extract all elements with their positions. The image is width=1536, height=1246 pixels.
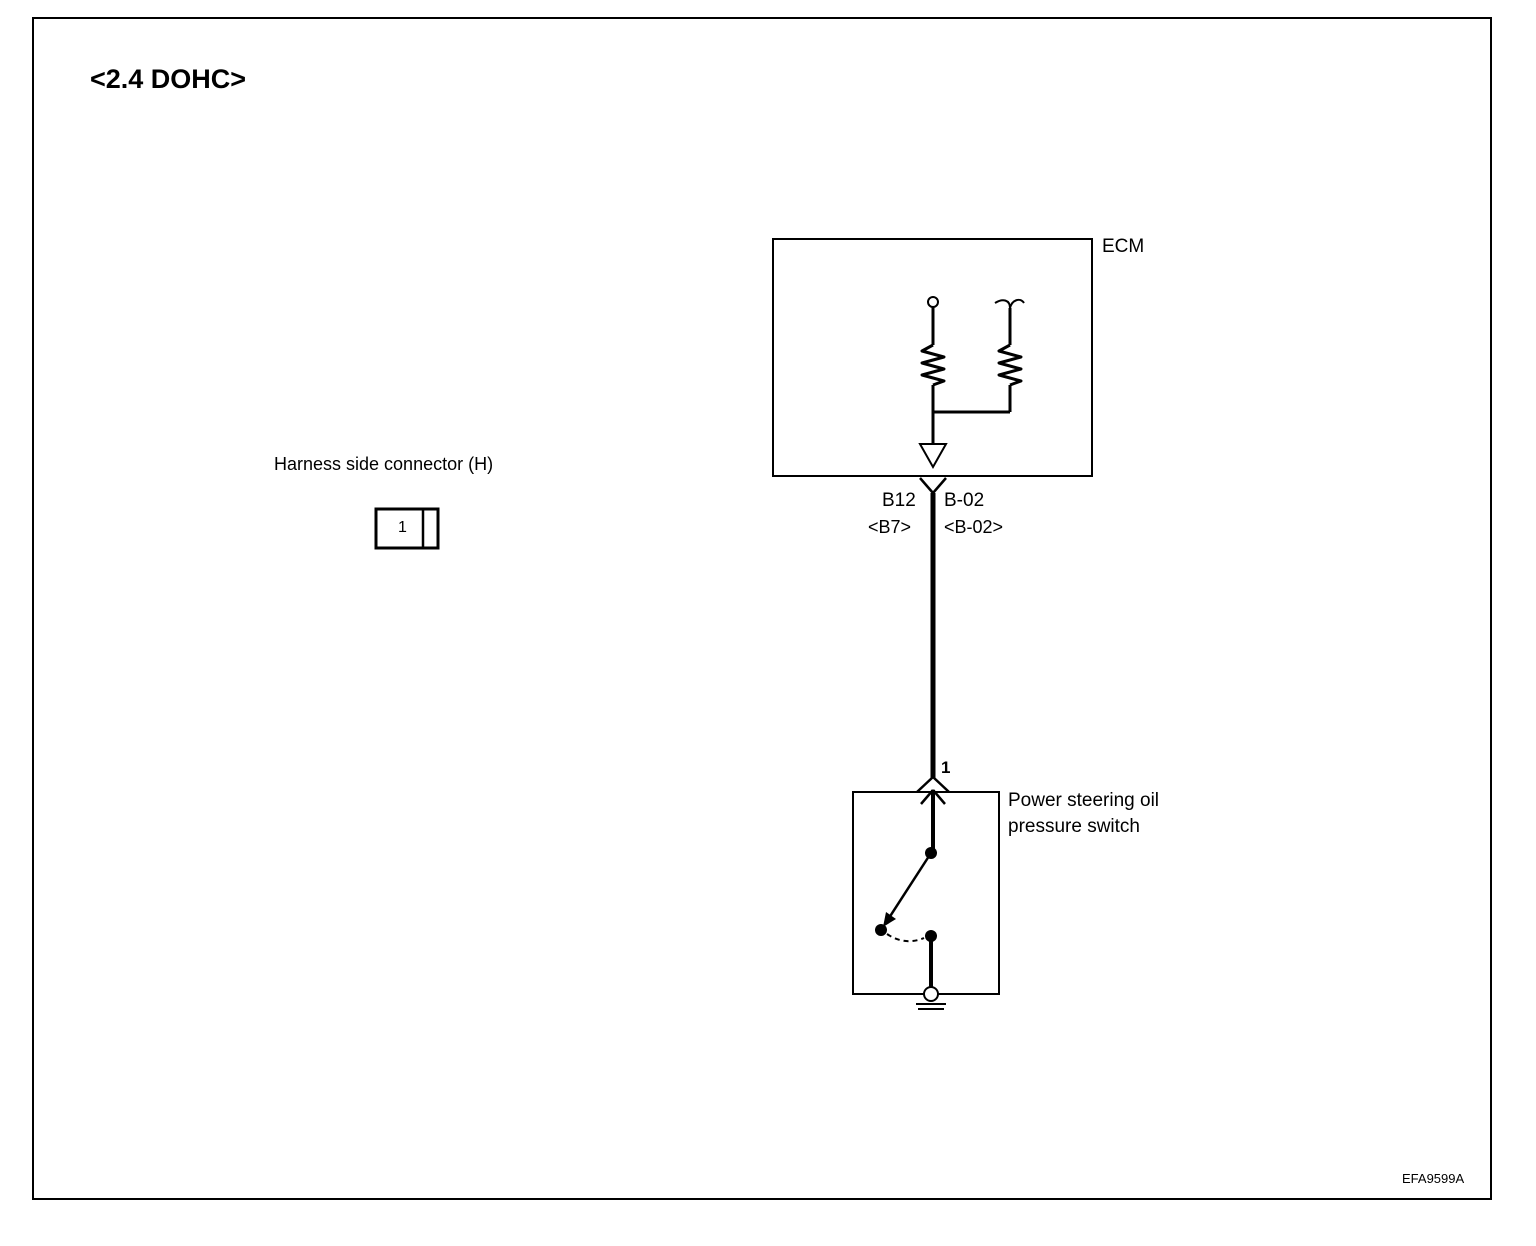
switch-connector-symbol: [916, 776, 950, 853]
harness-connector-pin: 1: [398, 519, 407, 536]
ecm-internal-circuit: [920, 296, 1025, 444]
harness-connector: [374, 507, 440, 550]
ecm-pin-label-b7: <B7>: [868, 517, 912, 537]
figure-code: EFA9599A: [1402, 1171, 1465, 1186]
harness-connector-label: Harness side connector (H): [274, 454, 494, 474]
ecm-pin-label-b12: B12: [882, 490, 916, 511]
ecm-ground-triangle: [918, 443, 948, 470]
ecm-connector-label-b02-alt: <B-02>: [944, 517, 1004, 537]
page-title: <2.4 DOHC>: [90, 64, 247, 94]
switch-label-line2: pressure switch: [1008, 816, 1140, 837]
ecm-connector-symbol: [919, 477, 947, 494]
switch-pin-label: 1: [941, 758, 951, 777]
switch-box: [852, 791, 1000, 995]
ecm-box: [772, 238, 1093, 477]
diagram-frame: [32, 17, 1492, 1200]
switch-contacts: [875, 847, 937, 987]
ecm-connector-label-b02: B-02: [944, 490, 985, 511]
switch-label-line1: Power steering oil: [1008, 790, 1160, 811]
ground-icon: [916, 986, 946, 1010]
ecm-label: ECM: [1102, 236, 1145, 257]
